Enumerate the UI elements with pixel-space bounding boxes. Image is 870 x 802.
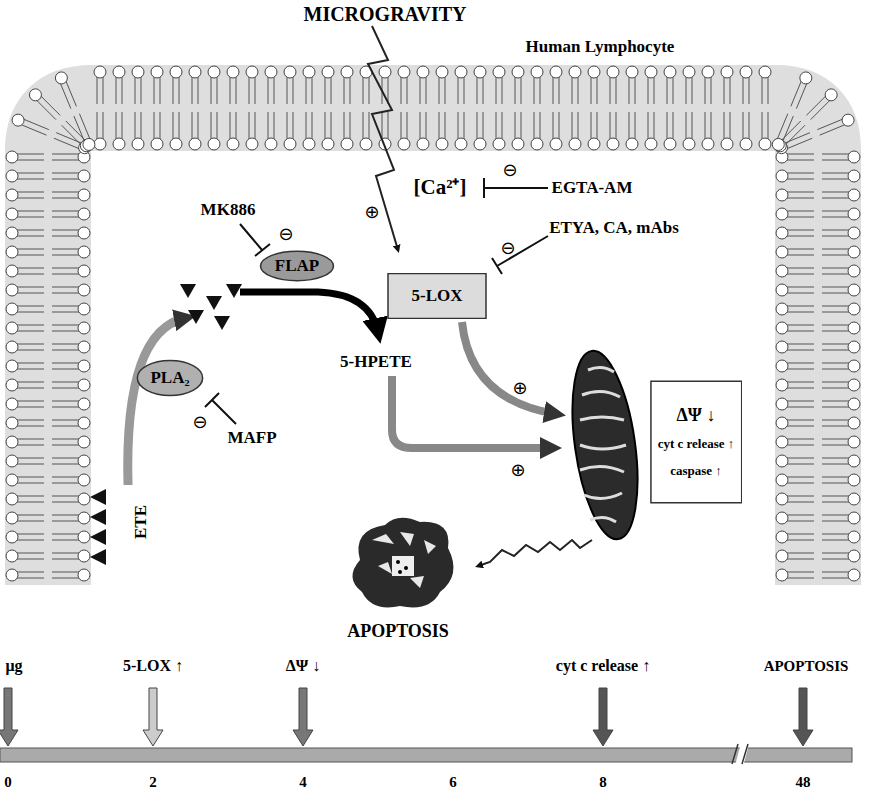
sign-symbol: ⊖ [502,160,517,180]
activation-arrow [462,322,556,414]
text-label: 5-HPETE [340,353,412,372]
enzyme-box: 5-LOX [387,273,487,319]
apoptosis-arrow [478,540,592,566]
node-text: caspase ↑ [670,464,722,479]
text-label: MK886 [201,201,256,220]
protein-ellipse: PLA₂ [136,359,204,397]
mitochondrion [562,347,648,544]
protein-ellipse: FLAP [259,250,335,282]
axis-number: 8 [599,774,607,791]
release-arrow [128,318,186,485]
node-text: ΔΨ ↓ [677,405,716,426]
text-label: Human Lymphocyte [526,38,675,57]
axis-number: 48 [796,774,811,791]
axis-number: 4 [299,774,307,791]
ete-lipids [90,489,106,565]
text-label: μg [5,657,22,675]
activation-arrow [392,376,552,448]
flap-arrow [240,292,378,332]
text-label: cyt c release ↑ [556,657,650,675]
text-label: APOPTOSIS [764,658,849,675]
node-text: 5-LOX [412,286,463,306]
node-text: cyt c release ↑ [658,437,735,452]
text-label: APOPTOSIS [347,622,449,642]
text-label: ETE [132,505,151,539]
text-label: [Ca²⁺] [414,176,467,199]
text-label: ETYA, CA, mAbs [549,219,679,238]
cell-membrane [48,108,818,585]
sign-symbol: ⊕ [512,378,527,398]
sign-symbol: ⊕ [510,460,525,480]
axis-number: 0 [4,774,12,791]
axis-number: 6 [449,774,457,791]
apoptotic-cell [352,518,453,608]
sign-symbol: ⊖ [278,224,293,244]
text-label: 5-LOX ↑ [123,657,183,675]
node-text: PLA₂ [150,368,189,388]
arachidonic-acid [180,284,242,330]
lipid-bilayer [6,66,860,581]
text-label: MICROGRAVITY [304,3,467,25]
axis-number: 2 [149,774,157,791]
node-text: FLAP [275,256,319,276]
text-label: ΔΨ ↓ [286,657,321,675]
text-label: MAFP [227,429,276,448]
text-label: EGTA-AM [552,179,633,198]
sign-symbol: ⊕ [364,202,379,222]
timeline [0,688,852,767]
sign-symbol: ⊖ [500,238,515,258]
effect-box: ΔΨ ↓ cyt c release ↑ caspase ↑ [650,380,743,504]
sign-symbol: ⊖ [192,412,207,432]
